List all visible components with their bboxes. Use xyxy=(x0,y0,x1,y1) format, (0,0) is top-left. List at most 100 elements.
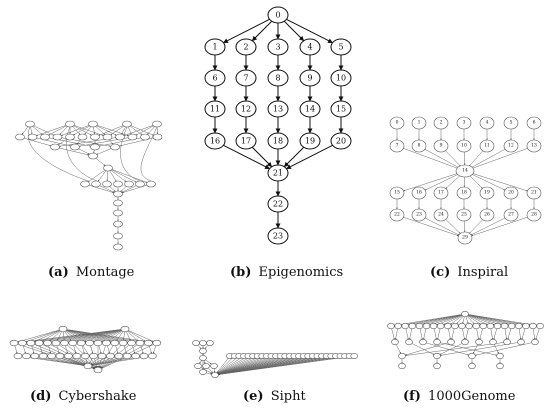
graph-node: 27 xyxy=(503,208,519,222)
graph-node: 23 xyxy=(411,208,427,222)
edge xyxy=(84,126,92,135)
graph-node xyxy=(447,338,455,346)
svg-text:13: 13 xyxy=(273,105,283,114)
graph-node xyxy=(118,339,128,347)
graph-node: 18 xyxy=(456,186,472,200)
edge xyxy=(204,345,209,349)
graph-node xyxy=(489,338,497,346)
edge xyxy=(467,315,481,325)
graph-node xyxy=(38,352,48,360)
edge xyxy=(405,328,409,340)
edge xyxy=(463,151,466,166)
graph-node xyxy=(405,338,413,346)
caption-epigenomics-letter: (b) xyxy=(230,265,251,280)
edge xyxy=(14,345,18,354)
edge xyxy=(251,146,273,168)
graph-node xyxy=(419,338,427,346)
edge xyxy=(109,170,117,182)
graph-node xyxy=(25,120,35,128)
edge xyxy=(218,356,351,376)
edge xyxy=(218,356,269,375)
graph-node xyxy=(522,322,530,330)
svg-text:5: 5 xyxy=(338,43,343,52)
edge xyxy=(504,328,508,340)
graph-node xyxy=(444,322,452,330)
graph-node xyxy=(102,180,112,188)
edge xyxy=(120,126,141,182)
graph-node xyxy=(90,133,100,141)
graph-node xyxy=(472,322,480,330)
svg-text:10: 10 xyxy=(336,74,346,83)
graph-node xyxy=(122,120,132,128)
edge xyxy=(120,186,127,192)
graph-node: 21 xyxy=(267,164,289,182)
graph-node xyxy=(13,352,23,360)
caption-cybershake-name: Cybershake xyxy=(59,389,137,404)
svg-text:21: 21 xyxy=(273,169,283,178)
edge xyxy=(465,316,469,324)
edge xyxy=(207,367,214,374)
graph-node xyxy=(58,325,68,333)
graph-node xyxy=(350,353,359,359)
caption-cybershake-letter: (d) xyxy=(30,389,51,404)
edge xyxy=(31,345,35,354)
edge xyxy=(30,126,33,135)
edge xyxy=(223,144,271,170)
edge xyxy=(216,357,233,374)
graph-node: 6 xyxy=(204,69,226,87)
graph-node xyxy=(43,339,52,347)
graph-node: 18 xyxy=(267,132,289,150)
graph-node: 2 xyxy=(433,116,449,130)
edge xyxy=(391,328,395,340)
graph-node xyxy=(398,362,406,370)
graph-node: 14 xyxy=(299,100,321,118)
graph-node xyxy=(210,363,218,369)
svg-text:12: 12 xyxy=(241,105,251,114)
edge xyxy=(493,328,497,340)
svg-text:7: 7 xyxy=(396,143,399,149)
svg-text:5: 5 xyxy=(510,120,513,126)
graph-node xyxy=(529,322,537,330)
svg-text:4: 4 xyxy=(486,120,489,126)
edge xyxy=(395,328,398,340)
edge xyxy=(448,328,451,340)
montage-graph xyxy=(15,120,163,251)
graph-node xyxy=(199,348,207,354)
graph-node xyxy=(65,120,75,128)
edge xyxy=(97,170,107,182)
svg-text:28: 28 xyxy=(531,212,537,218)
graph-node xyxy=(152,133,163,141)
edge xyxy=(149,345,152,354)
sipht-graph xyxy=(192,340,359,378)
graph-node xyxy=(433,362,441,370)
svg-text:23: 23 xyxy=(273,232,283,241)
graph-node: 7 xyxy=(389,139,405,153)
edge xyxy=(73,125,90,136)
svg-text:1: 1 xyxy=(212,43,217,52)
edge xyxy=(66,329,103,343)
edge xyxy=(403,216,459,237)
edge xyxy=(409,328,412,340)
edge xyxy=(403,148,459,169)
edge xyxy=(419,328,423,340)
edge xyxy=(218,356,273,375)
edge xyxy=(127,126,132,135)
svg-text:12: 12 xyxy=(508,143,514,149)
caption-1000genome-letter: (f) xyxy=(403,389,421,404)
graph-node xyxy=(22,352,31,360)
svg-text:16: 16 xyxy=(416,190,422,196)
graph-node xyxy=(102,133,113,141)
graph-node xyxy=(103,164,113,172)
graph-node xyxy=(192,340,200,346)
graph-node xyxy=(97,352,107,360)
edge xyxy=(470,148,506,169)
graph-node xyxy=(437,322,445,330)
edge xyxy=(101,330,122,342)
graph-node xyxy=(461,310,469,318)
edge xyxy=(462,328,465,340)
edge xyxy=(130,125,154,136)
svg-text:11: 11 xyxy=(210,105,220,114)
graph-node: 11 xyxy=(204,100,226,118)
graph-node xyxy=(202,363,210,369)
graph-node: 5 xyxy=(330,38,352,56)
